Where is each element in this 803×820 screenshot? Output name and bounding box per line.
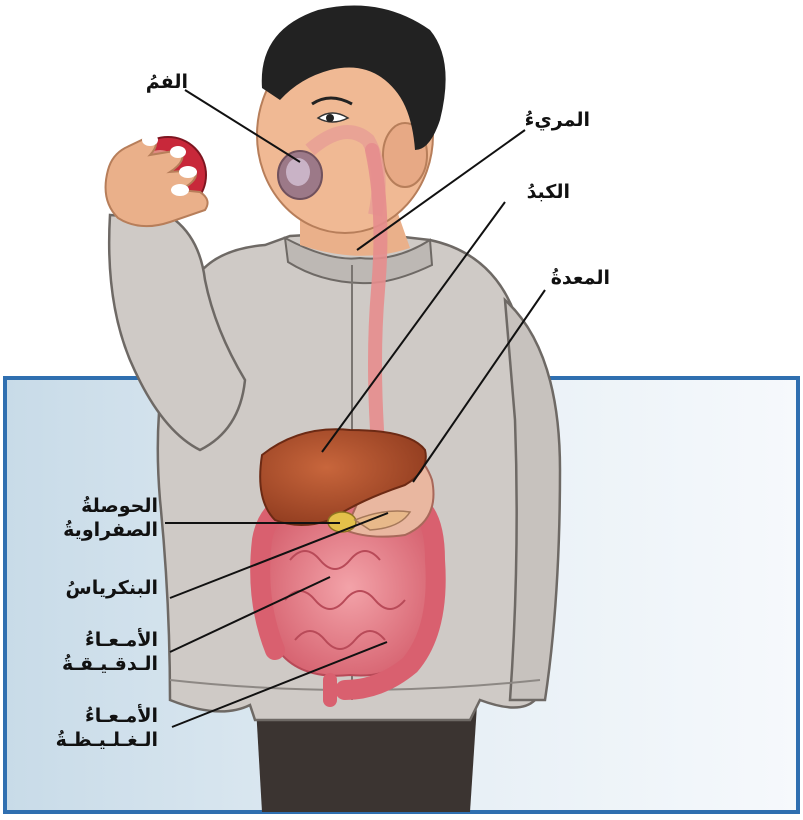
label-mouth-text: الفمُ (128, 70, 188, 94)
fingernail (179, 166, 197, 178)
label-large-intestine-line1: الأمـعـاءُ (40, 704, 158, 728)
label-gallbladder: الحوصلةُ الصفراويةُ (40, 494, 158, 542)
label-mouth: الفمُ (128, 70, 188, 94)
tongue (286, 158, 310, 186)
label-pancreas: البنكرياسُ (40, 576, 158, 600)
fingernail (142, 134, 158, 146)
pupil (326, 114, 334, 122)
label-large-intestine-line2: الـغـلـيـظـةُ (40, 728, 158, 752)
label-liver-text: الكبدُ (490, 180, 570, 204)
label-small-intestine-line1: الأمـعـاءُ (40, 628, 158, 652)
label-stomach: المعدةُ (530, 266, 610, 290)
label-small-intestine-line2: الـدقـيـقـةُ (40, 652, 158, 676)
label-esophagus-text: المريءُ (510, 108, 590, 132)
label-small-intestine: الأمـعـاءُ الـدقـيـقـةُ (40, 628, 158, 676)
label-large-intestine: الأمـعـاءُ الـغـلـيـظـةُ (40, 704, 158, 752)
esophagus-organ (372, 150, 380, 445)
fingernail (171, 184, 189, 196)
label-liver: الكبدُ (490, 180, 570, 204)
label-esophagus: المريءُ (510, 108, 590, 132)
label-stomach-text: المعدةُ (530, 266, 610, 290)
label-gallbladder-line1: الحوصلةُ (40, 494, 158, 518)
label-pancreas-text: البنكرياسُ (40, 576, 158, 600)
fingernail (170, 146, 186, 158)
label-gallbladder-line2: الصفراويةُ (40, 518, 158, 542)
